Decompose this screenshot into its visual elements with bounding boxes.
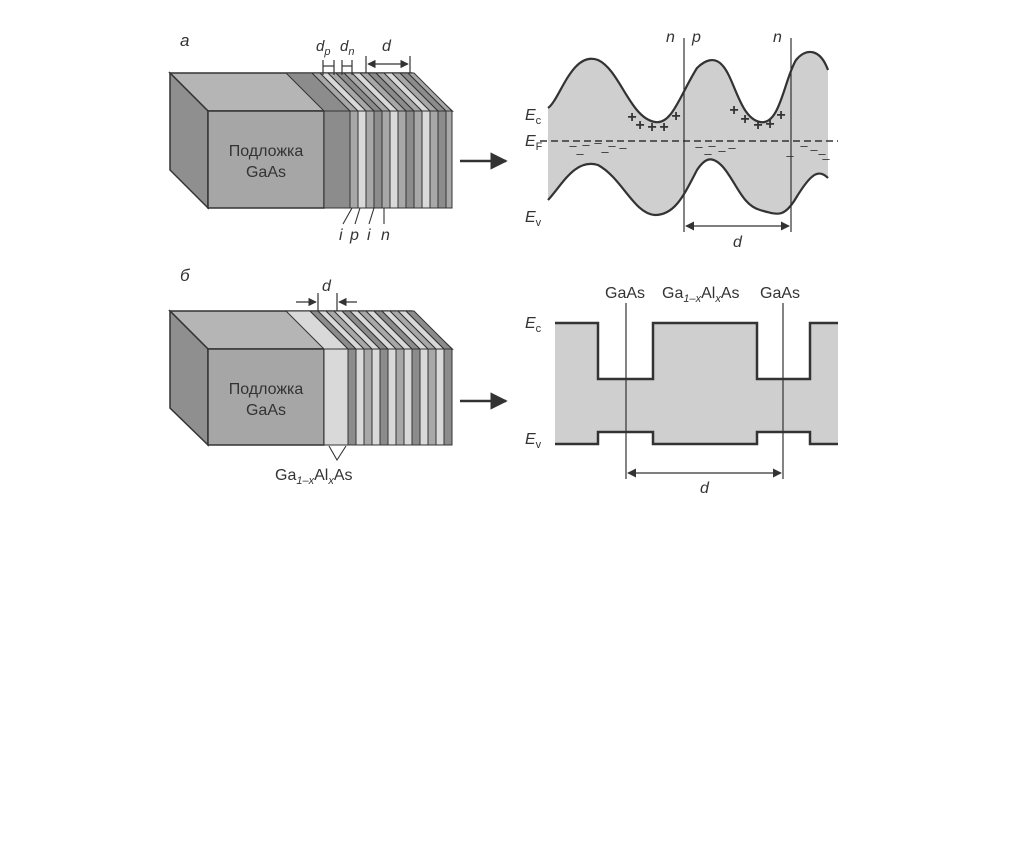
- plus-charge: +: [765, 116, 774, 133]
- alloy-label: Ga1–xAlxAs: [275, 467, 353, 487]
- layers-a-layer: [438, 111, 446, 208]
- layers-a-layer: [414, 111, 422, 208]
- minus-charge: –: [810, 142, 818, 157]
- layer-letter-i1: i: [339, 227, 343, 244]
- plus-charge: +: [659, 119, 668, 136]
- top-label-n2: n: [773, 29, 782, 46]
- layer-letter-i2: i: [367, 227, 371, 244]
- layers-a-layer: [358, 111, 366, 208]
- layers-b-layer: [420, 349, 428, 445]
- minus-charge: –: [619, 140, 627, 155]
- layers-a-layer: [446, 111, 452, 208]
- layers-a-layer: [406, 111, 414, 208]
- substrate-b-line2: GaAs: [246, 402, 286, 419]
- top-label-p: p: [691, 29, 701, 46]
- minus-charge: –: [822, 151, 830, 166]
- layers-b-layer: [436, 349, 444, 445]
- layers-a-layer: [350, 111, 358, 208]
- layers-a-layer: [422, 111, 430, 208]
- gaas-label-left: GaAs: [605, 285, 645, 302]
- band-fill-a: [548, 52, 828, 215]
- layers-a-layer: [374, 111, 382, 208]
- plus-charge: +: [753, 117, 762, 134]
- minus-charge: –: [576, 146, 584, 161]
- ev-label-b: Ev: [525, 431, 542, 451]
- substrate-label-line1: Подложка: [229, 143, 304, 160]
- layers-b-layer: [348, 349, 356, 445]
- layers-b-layer: [380, 349, 388, 445]
- panel-a-band-diagram: d n p n Ec EF Ev ++++++++++–––––––––––––…: [525, 29, 838, 251]
- substrate-b-line1: Подложка: [229, 381, 304, 398]
- plus-charge: +: [647, 119, 656, 136]
- period-label-b-top: d: [322, 278, 332, 295]
- layers-b-layer: [364, 349, 372, 445]
- panel-b-substrate-block: [170, 311, 452, 445]
- alloy-leader: [329, 446, 346, 460]
- layers-b-layer: [356, 349, 364, 445]
- minus-charge: –: [704, 146, 712, 161]
- ev-label-a: Ev: [525, 209, 542, 229]
- panel-b-label: б: [180, 266, 191, 285]
- layers-a-layer: [382, 111, 390, 208]
- dp-label: dp: [316, 38, 330, 58]
- layers-a-layer: [324, 111, 350, 208]
- layers-b-layer: [428, 349, 436, 445]
- minus-charge: –: [601, 144, 609, 159]
- plus-charge: +: [635, 117, 644, 134]
- panel-a-substrate-block: [170, 73, 452, 208]
- period-label-b: d: [700, 480, 710, 497]
- layers-b-layer: [444, 349, 452, 445]
- layer-thickness-marks: [323, 56, 410, 75]
- plus-charge: +: [729, 102, 738, 119]
- period-label-a: d: [733, 234, 743, 251]
- layers-b-layer: [324, 349, 348, 445]
- layers-a-layer: [390, 111, 398, 208]
- layers-b-layer: [372, 349, 380, 445]
- period-mark-b: [296, 293, 357, 311]
- layer-letter-n: n: [381, 227, 390, 244]
- layers-b-layer: [404, 349, 412, 445]
- layer-leaders: [343, 208, 384, 224]
- panel-b-band-diagram: d GaAs Ga1–xAlxAs GaAs Ec Ev: [525, 285, 838, 497]
- ec-label-a: Ec: [525, 107, 542, 127]
- ec-label-b: Ec: [525, 315, 542, 335]
- ef-label: EF: [525, 133, 543, 153]
- layers-a-layer: [430, 111, 438, 208]
- panel-a-label: а: [180, 31, 189, 50]
- minus-charge: –: [800, 138, 808, 153]
- minus-charge: –: [608, 138, 616, 153]
- panel-b: б Подложка GaAs d Ga1–xAlxAs: [170, 266, 506, 487]
- layers-a-layer: [366, 111, 374, 208]
- substrate-label-line2: GaAs: [246, 164, 286, 181]
- panel-a: а Подложка GaAs dp dn d: [170, 31, 506, 244]
- minus-charge: –: [695, 139, 703, 154]
- minus-charge: –: [728, 140, 736, 155]
- layers-b-layer: [412, 349, 420, 445]
- period-label-top: d: [382, 38, 392, 55]
- minus-charge: –: [718, 143, 726, 158]
- plus-charge: +: [671, 108, 680, 125]
- layers-a-layer: [398, 111, 406, 208]
- plus-charge: +: [776, 107, 785, 124]
- plus-charge: +: [740, 111, 749, 128]
- minus-charge: –: [786, 148, 794, 163]
- layers-b-layer: [396, 349, 404, 445]
- dn-label: dn: [340, 38, 354, 58]
- gaas-label-right: GaAs: [760, 285, 800, 302]
- alloy-label-top: Ga1–xAlxAs: [662, 285, 740, 305]
- layers-b-layer: [388, 349, 396, 445]
- top-label-n1: n: [666, 29, 675, 46]
- layer-letter-p: p: [349, 227, 359, 244]
